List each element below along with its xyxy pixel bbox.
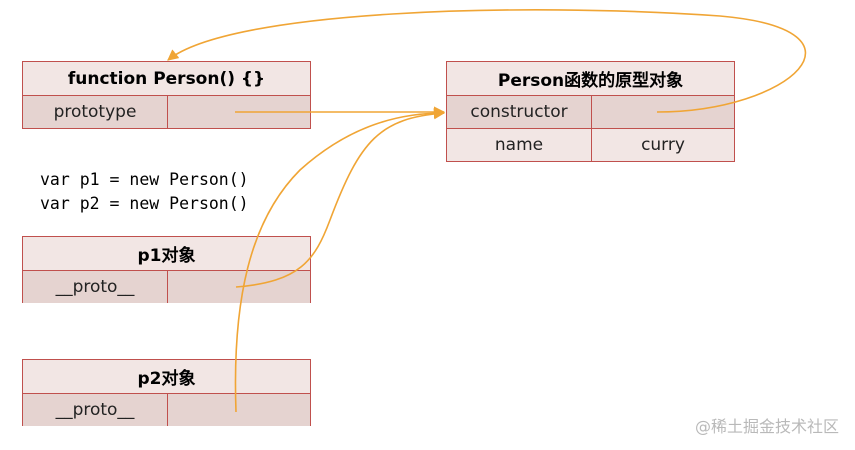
prototype-object-box: Person函数的原型对象 constructor name curry [446,61,735,162]
box-row-proto: __proto__ [23,270,310,303]
code-line-1: var p1 = new Person() [40,170,249,189]
box-title: p2对象 [23,360,310,393]
box-header: Person函数的原型对象 [447,62,734,95]
p1-object-box: p1对象 __proto__ [22,236,311,303]
box-header: p1对象 [23,237,310,270]
p2-object-box: p2对象 __proto__ [22,359,311,426]
code-block: var p1 = new Person() var p2 = new Person… [40,168,249,216]
arrow-p2-proto-to-object [234,107,446,413]
name-key: name [447,129,591,161]
box-title: Person函数的原型对象 [447,62,734,95]
proto-key: __proto__ [23,271,167,303]
box-row-proto: __proto__ [23,393,310,426]
proto-value [167,394,310,426]
arrow-p1-proto-to-object [235,108,446,288]
box-row-name: name curry [447,128,734,161]
prototype-key: prototype [23,96,167,128]
box-header: p2对象 [23,360,310,393]
code-line-2: var p2 = new Person() [40,194,249,213]
box-title: p1对象 [23,237,310,270]
box-header: function Person() {} [23,62,310,95]
arrow-constructor-to-person [167,9,807,113]
name-value: curry [591,129,734,161]
constructor-key: constructor [447,96,591,128]
box-title: function Person() {} [23,62,310,95]
watermark: @稀土掘金技术社区 [694,417,839,436]
proto-key: __proto__ [23,394,167,426]
